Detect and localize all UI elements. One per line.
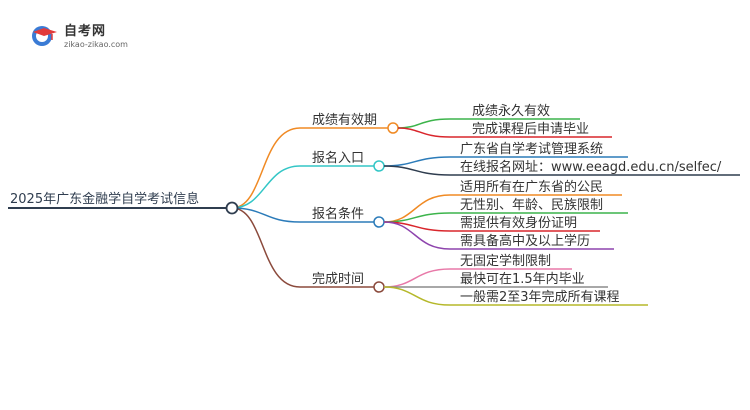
leaf-validity-graduation: 完成课程后申请毕业 — [472, 122, 589, 137]
leaf-duration-fastest: 最快可在1.5年内毕业 — [460, 271, 585, 287]
root-node[interactable] — [225, 201, 239, 215]
leaf-req-citizens: 适用所有在广东省的公民 — [460, 179, 603, 195]
branch-label-duration: 完成时间 — [312, 272, 364, 287]
branch-node-requirements[interactable] — [373, 216, 385, 228]
leaf-connector-2-2 — [383, 165, 740, 176]
branch-connector-1 — [231, 127, 388, 209]
branch-label-requirements: 报名条件 — [312, 206, 364, 222]
branch-node-duration[interactable] — [373, 281, 385, 293]
branch-connector-2 — [231, 165, 374, 209]
branch-label-portal: 报名入口 — [312, 150, 364, 166]
logo-title: 自考网 — [64, 24, 107, 39]
branch-connector-4 — [231, 207, 374, 288]
leaf-portal-url: 在线报名网址：www.eeagd.edu.cn/selfec/ — [460, 159, 722, 175]
leaf-duration-typical: 一般需2至3年完成所有课程 — [460, 289, 620, 305]
leaf-portal-system: 广东省自学考试管理系统 — [460, 141, 603, 157]
graduation-cap-icon — [32, 25, 57, 46]
site-logo: 自考网 zikao-zikao.com — [30, 20, 128, 49]
leaf-req-education: 需具备高中及以上学历 — [460, 233, 590, 249]
branch-node-validity[interactable] — [387, 122, 399, 134]
branch-label-validity: 成绩有效期 — [312, 113, 377, 128]
branch-node-portal[interactable] — [373, 160, 385, 172]
branch-connector-3 — [231, 207, 374, 223]
leaf-connector-1-2 — [397, 127, 612, 138]
logo-subtitle: zikao-zikao.com — [64, 40, 128, 49]
leaf-req-no-limits: 无性别、年龄、民族限制 — [460, 197, 603, 213]
leaf-connector-3-4 — [383, 221, 614, 250]
leaf-duration-no-limit: 无固定学制限制 — [460, 253, 551, 269]
leaf-connector-4-3 — [383, 286, 648, 306]
leaf-validity-permanent: 成绩永久有效 — [472, 104, 550, 119]
root-topic: 2025年广东金融学自学考试信息 — [10, 191, 199, 207]
leaf-req-id: 需提供有效身份证明 — [460, 215, 577, 231]
